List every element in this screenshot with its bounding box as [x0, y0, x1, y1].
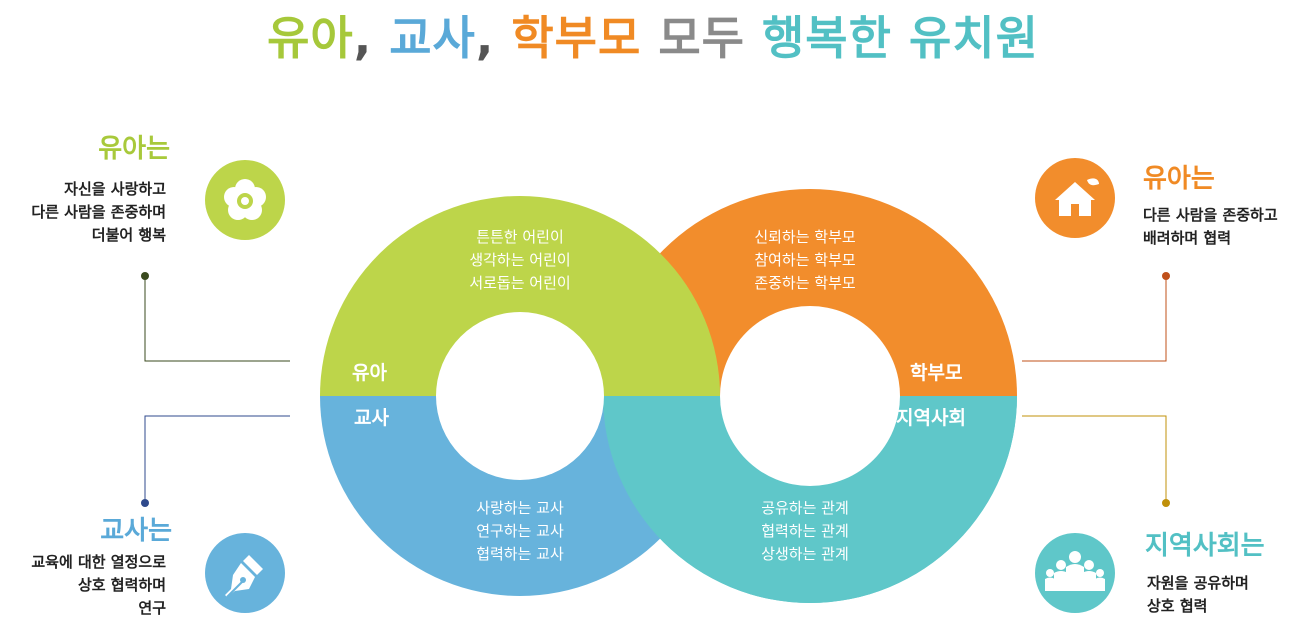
title-part-1: 유아 [267, 11, 354, 65]
parent-connector [1022, 276, 1167, 362]
child-connector-dot [141, 272, 149, 280]
title-part-8: 유치원 [908, 11, 1039, 65]
parent-connector-dot [1162, 272, 1170, 280]
title-part-3: 교사 [389, 11, 476, 65]
title-part-4: , [475, 11, 495, 65]
community-ring-text: 공유하는 관계 협력하는 관계 상생하는 관계 [761, 499, 849, 563]
title-part-7: 행복한 [761, 11, 892, 65]
child-heading: 유아는 [98, 134, 170, 164]
community-segment-label: 지역사회 [896, 407, 966, 429]
child-connector [144, 276, 290, 362]
child-description: 자신을 사랑하고 다른 사람을 존중하며 더불어 행복 [31, 180, 166, 244]
parent-description: 다른 사람을 존중하고 배려하며 협력 [1143, 206, 1278, 247]
community-description: 자원을 공유하며 상호 협력 [1147, 574, 1249, 615]
people-icon [1035, 533, 1115, 613]
community-connector-dot [1162, 499, 1170, 507]
parent-segment-label: 학부모 [910, 362, 963, 384]
parent-ring-text: 신뢰하는 학부모 참여하는 학부모 존중하는 학부모 [754, 228, 856, 292]
flower-icon [205, 160, 285, 240]
title-part-5: 학부모 [511, 11, 642, 65]
main-title: 유아, 교사, 학부모 모두 행복한 유치원 [0, 2, 1306, 68]
community-heading: 지역사회는 [1145, 531, 1265, 561]
teacher-heading: 교사는 [100, 516, 172, 546]
teacher-connector-dot [141, 499, 149, 507]
house-icon [1035, 158, 1115, 238]
title-part-6: 모두 [658, 11, 745, 65]
title-part-2: , [353, 11, 373, 65]
pen-icon [205, 533, 285, 613]
parent-heading: 유아는 [1143, 164, 1215, 194]
community-connector [1022, 415, 1167, 503]
teacher-connector [144, 415, 290, 503]
teacher-ring-text: 사랑하는 교사 연구하는 교사 협력하는 교사 [476, 499, 564, 563]
child-segment-label: 유아 [352, 362, 387, 384]
left-hole [436, 312, 604, 480]
child-ring-text: 튼튼한 어린이 생각하는 어린이 서로돕는 어린이 [469, 228, 571, 292]
community-segment-overlay [603, 396, 1017, 603]
child-segment [320, 196, 720, 396]
right-hole [720, 306, 900, 486]
teacher-description: 교육에 대한 열정으로 상호 협력하며 연구 [31, 553, 166, 617]
teacher-segment-label: 교사 [354, 407, 389, 429]
